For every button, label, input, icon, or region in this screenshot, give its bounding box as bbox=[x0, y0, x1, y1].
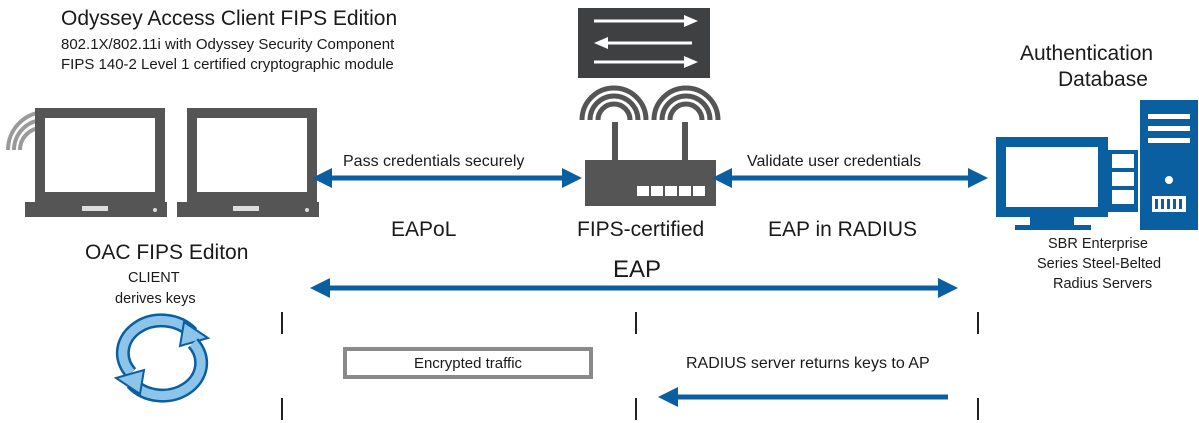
server-line1: SBR Enterprise bbox=[1048, 236, 1148, 252]
server-line3: Radius Servers bbox=[1053, 276, 1153, 292]
client-subtitle-line2: FIPS 140-2 Level 1 certified cryptograph… bbox=[61, 56, 394, 73]
server-line2: Series Steel-Belted bbox=[1037, 256, 1162, 272]
radius-returns-keys-label: RADIUS server returns keys to AP bbox=[686, 355, 930, 372]
eap-label: EAP bbox=[613, 256, 662, 283]
client-title: Odyssey Access Client FIPS Edition bbox=[61, 7, 398, 30]
sync-cycle-icon bbox=[113, 313, 211, 403]
laptop-icon bbox=[25, 108, 167, 217]
auth-db-line1: Authentication bbox=[1020, 42, 1154, 65]
server-tower-icon bbox=[1108, 100, 1198, 230]
encrypted-traffic-label: Encrypted traffic bbox=[413, 354, 523, 372]
client-role-line2: derives keys bbox=[115, 291, 196, 307]
separator-lines bbox=[281, 312, 979, 420]
eap-in-radius-label: EAP in RADIUS bbox=[768, 218, 917, 241]
validate-credentials-label: Validate user credentials bbox=[747, 153, 922, 170]
ap-name: FIPS-certified bbox=[577, 218, 705, 241]
eapol-label: EAPoL bbox=[391, 218, 457, 241]
client-role-line1: CLIENT bbox=[128, 270, 180, 286]
client-subtitle-line1: 802.1X/802.11i with Odyssey Security Com… bbox=[61, 36, 395, 53]
auth-db-line2: Database bbox=[1058, 68, 1148, 91]
client-name: OAC FIPS Editon bbox=[85, 241, 249, 264]
laptop-icon bbox=[177, 108, 319, 217]
pass-credentials-label: Pass credentials securely bbox=[343, 153, 525, 170]
monitor-icon bbox=[996, 137, 1108, 230]
encrypted-traffic-box: Encrypted traffic bbox=[343, 347, 593, 379]
router-icon bbox=[579, 85, 721, 206]
switch-icon bbox=[578, 8, 710, 78]
